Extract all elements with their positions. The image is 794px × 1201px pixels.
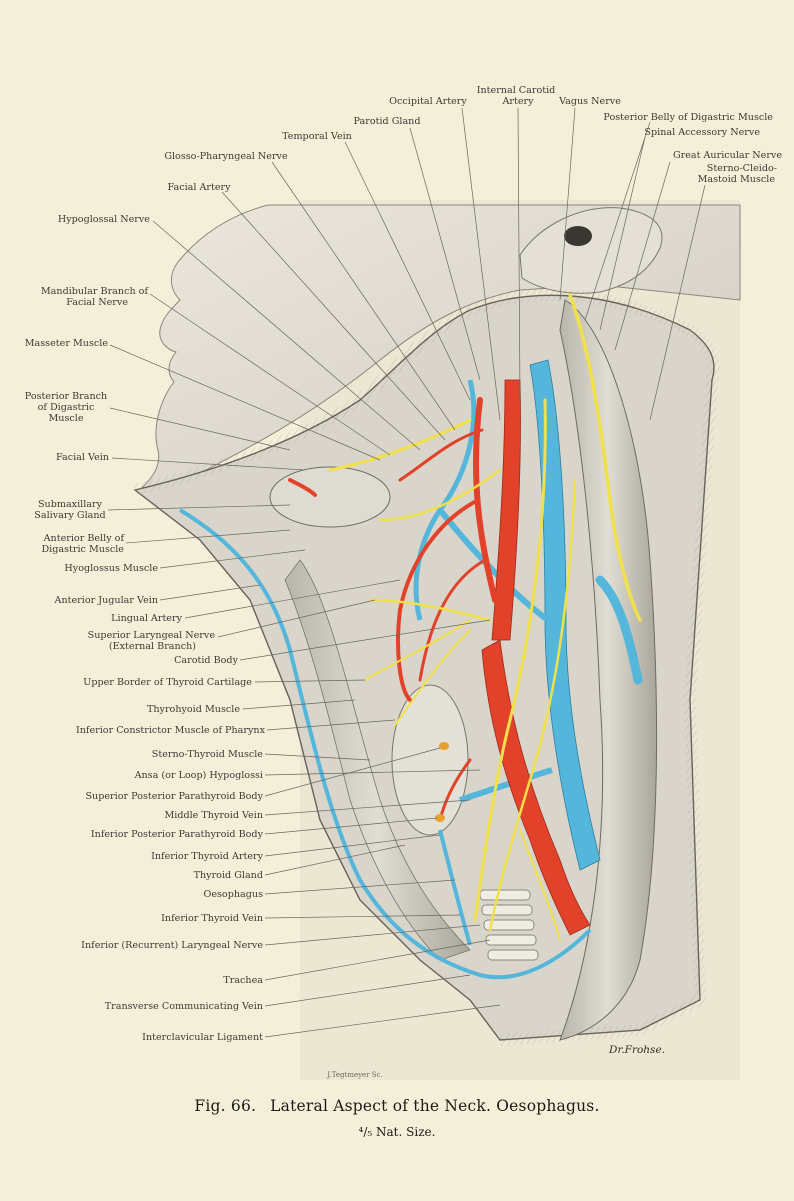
engraver-signature: J.Tegtmeyer Sc. [326, 1071, 382, 1079]
inferior-thyroid-vein [438, 829, 472, 946]
figure-title: Lateral Aspect of the Neck. Oesophagus. [270, 1097, 600, 1115]
label-upper-border-thyroid: Upper Border of Thyroid Cartilage [83, 677, 252, 688]
nerves [328, 293, 642, 941]
label-middle-thyroid-vein: Middle Thyroid Vein [164, 810, 263, 821]
label-posterior-branch-digastric-3: Muscle [48, 413, 83, 424]
submaxillary-gland [269, 466, 391, 528]
artist-signature: Dr.Frohse. [608, 1044, 665, 1056]
superior-parathyroid [439, 742, 449, 750]
label-transverse-communicating-vein: Transverse Communicating Vein [105, 1001, 263, 1012]
label-anterior-jugular-vein: Anterior Jugular Vein [54, 595, 158, 606]
external-jugular-vein [595, 575, 643, 685]
facial-vein [413, 379, 477, 621]
label-posterior-branch-digastric-1: Posterior Branch [25, 391, 107, 402]
label-recurrent-laryngeal-nerve: Inferior (Recurrent) Laryngeal Nerve [81, 940, 263, 951]
label-thyrohyoid-muscle: Thyrohyoid Muscle [147, 704, 240, 715]
middle-thyroid-vein [459, 767, 553, 803]
figure-caption: Fig. 66. Lateral Aspect of the Neck. Oeso… [0, 1097, 794, 1115]
label-superior-laryngeal-2: (External Branch) [109, 641, 196, 652]
sternocleidomastoid [559, 299, 658, 1041]
ear-canal [564, 226, 592, 246]
label-submaxillary-2: Salivary Gland [34, 510, 105, 521]
label-sterno-thyroid-muscle: Sterno-Thyroid Muscle [152, 749, 264, 760]
label-inferior-posterior-parathyroid: Inferior Posterior Parathyroid Body [91, 829, 264, 840]
label-posterior-belly-digastric: Posterior Belly of Digastric Muscle [603, 112, 773, 123]
label-sternocleidomastoid-1: Sterno-Cleido- [707, 163, 777, 174]
label-thyroid-gland: Thyroid Gland [194, 870, 263, 881]
label-inferior-constrictor: Inferior Constrictor Muscle of Pharynx [76, 725, 266, 736]
label-trachea: Trachea [223, 975, 263, 986]
label-hypoglossal-nerve: Hypoglossal Nerve [58, 214, 150, 225]
labels-left: Hypoglossal Nerve Mandibular Branch of F… [25, 214, 266, 1043]
label-anterior-belly-digastric-1: Anterior Belly of [43, 533, 126, 544]
label-mandibular-branch-1: Mandibular Branch of [41, 286, 150, 297]
anterior-jugular-vein [178, 508, 592, 980]
label-sternocleidomastoid-2: Mastoid Muscle [698, 174, 776, 185]
label-internal-carotid-2: Artery [501, 96, 534, 107]
label-temporal-vein: Temporal Vein [282, 131, 352, 142]
label-inferior-thyroid-artery: Inferior Thyroid Artery [151, 851, 264, 862]
figure-number: Fig. 66. [194, 1097, 257, 1115]
label-anterior-belly-digastric-2: Digastric Muscle [41, 544, 124, 555]
label-lingual-artery: Lingual Artery [111, 613, 182, 624]
label-superior-posterior-parathyroid: Superior Posterior Parathyroid Body [85, 791, 263, 802]
labels-top: Internal Carotid Artery Occipital Artery… [164, 85, 782, 193]
thyroid-gland [391, 684, 469, 836]
label-occipital-artery: Occipital Artery [389, 96, 467, 107]
label-inferior-thyroid-vein: Inferior Thyroid Vein [161, 913, 263, 924]
internal-carotid-artery [491, 379, 521, 641]
leader-lines [107, 107, 706, 1038]
cut-edge-hatching [133, 289, 720, 1046]
label-internal-carotid-1: Internal Carotid [477, 85, 556, 96]
label-oesophagus: Oesophagus [203, 889, 263, 900]
label-masseter-muscle: Masseter Muscle [25, 338, 109, 349]
label-interclavicular-ligament: Interclavicular Ligament [142, 1032, 263, 1043]
label-ansa-hypoglossi: Ansa (or Loop) Hypoglossi [134, 770, 263, 781]
label-mandibular-branch-2: Facial Nerve [66, 297, 128, 308]
label-facial-vein: Facial Vein [56, 452, 109, 463]
label-glosso-pharyngeal-nerve: Glosso-Pharyngeal Nerve [164, 151, 288, 162]
label-parotid-gland: Parotid Gland [354, 116, 421, 127]
strap-muscles [284, 559, 471, 961]
inferior-parathyroid [435, 814, 445, 822]
trachea-rings [479, 889, 539, 961]
label-posterior-branch-digastric-2: of Digastric [38, 402, 95, 413]
label-carotid-body: Carotid Body [174, 655, 239, 666]
figure-scale: ⁴/₅ Nat. Size. [358, 1125, 436, 1139]
label-superior-laryngeal-1: Superior Laryngeal Nerve [88, 630, 216, 641]
label-vagus-nerve: Vagus Nerve [558, 96, 621, 107]
label-great-auricular-nerve: Great Auricular Nerve [673, 150, 782, 161]
label-facial-artery: Facial Artery [167, 182, 231, 193]
label-spinal-accessory-nerve: Spinal Accessory Nerve [644, 127, 760, 138]
label-hyoglossus-muscle: Hyoglossus Muscle [64, 563, 158, 574]
label-submaxillary-1: Submaxillary [38, 499, 103, 510]
